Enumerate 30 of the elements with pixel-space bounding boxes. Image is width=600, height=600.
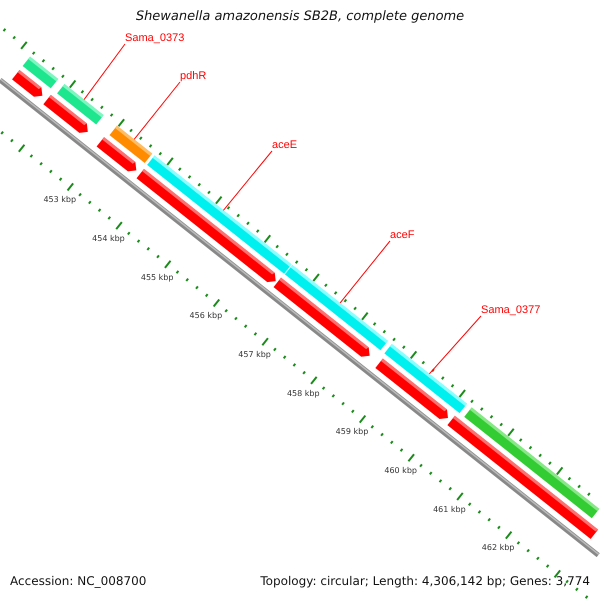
- accession-text: Accession: NC_008700: [10, 574, 146, 588]
- gene-label: pdhR: [180, 70, 206, 82]
- gene-feature-block: [12, 70, 42, 97]
- leader-line: [340, 240, 390, 304]
- scale-label: 454 kbp: [92, 234, 125, 244]
- gene-feature-block: [274, 278, 370, 357]
- gene-feature-block: [447, 416, 598, 539]
- leader-line: [428, 316, 482, 374]
- leader-line: [134, 82, 180, 140]
- gene-feature-block: [96, 137, 136, 172]
- gene-label: Sama_0377: [481, 304, 540, 316]
- scale-label: 458 kbp: [286, 388, 320, 399]
- gene-feature-block: [43, 94, 88, 133]
- leader-line: [222, 150, 272, 211]
- scale-label: 461 kbp: [433, 504, 466, 515]
- gene-label: aceE: [272, 139, 298, 151]
- leader-line: [84, 44, 126, 100]
- scale-label: 460 kbp: [384, 466, 417, 476]
- scale-label: 455 kbp: [140, 272, 174, 283]
- gene-label: aceF: [390, 229, 414, 241]
- gene-feature-block: [136, 168, 276, 282]
- gene-label: Sama_0373: [125, 32, 184, 44]
- scale-label: 462 kbp: [482, 543, 514, 554]
- genome-stats-text: Topology: circular; Length: 4,306,142 bp; Genes: 3,774: [260, 574, 590, 588]
- title: Shewanella amazonensis SB2B, complete genome: [136, 9, 464, 24]
- scale-label: 457 kbp: [238, 350, 271, 360]
- scale-label: 459 kbp: [336, 427, 368, 438]
- gene-feature-block: [375, 358, 448, 419]
- scale-label: 456 kbp: [190, 311, 222, 322]
- scale-label: 453 kbp: [43, 195, 76, 206]
